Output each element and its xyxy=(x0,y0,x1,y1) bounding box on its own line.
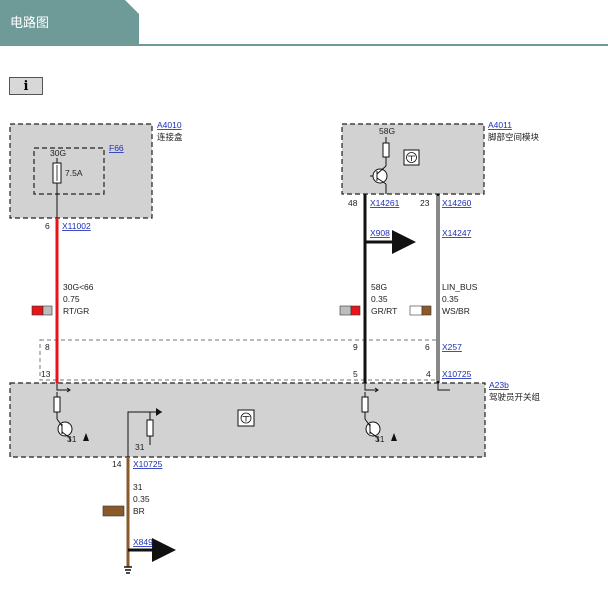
a4011-supply-label: 58G xyxy=(379,126,395,136)
wire-31-signal: 31 xyxy=(133,482,143,492)
connector-x849[interactable]: X849 xyxy=(133,537,153,547)
ground-label-1: 31 xyxy=(67,434,77,444)
wire-58g-size: 0.35 xyxy=(371,294,388,304)
wire-58g-swatch-a xyxy=(339,305,352,316)
module-a4010-name: 连接盒 xyxy=(157,132,183,142)
fuse-rating: 7.5A xyxy=(65,168,83,178)
wire-30g-swatch-a xyxy=(31,305,44,316)
connector-x11002[interactable]: X11002 xyxy=(62,221,91,231)
connector-x14260[interactable]: X14260 xyxy=(442,198,472,208)
wire-lin-swatch-b xyxy=(421,305,432,316)
pin-x10725-b: 5 xyxy=(353,369,358,379)
wire-31-color-code: BR xyxy=(133,506,145,516)
connector-x10725[interactable]: X10725 xyxy=(442,369,472,379)
a4011-transistor-emitter xyxy=(376,177,387,185)
header-divider xyxy=(0,44,608,46)
pin-x257-a: 8 xyxy=(45,342,50,352)
wire-30g-color-code: RT/GR xyxy=(63,306,89,316)
pin-x14260: 23 xyxy=(420,198,430,208)
fuse-terminal: 30G xyxy=(50,148,66,158)
wire-31-swatch xyxy=(102,505,125,517)
wire-lin-color-code: WS/BR xyxy=(442,306,470,316)
wire-30g-signal: 30G<66 xyxy=(63,282,94,292)
wire-30g-size: 0.75 xyxy=(63,294,80,304)
info-icon: i xyxy=(23,78,29,94)
wire-31-size: 0.35 xyxy=(133,494,150,504)
module-a23b-id[interactable]: A23b xyxy=(489,380,509,390)
module-a4010-id[interactable]: A4010 xyxy=(157,120,182,130)
connector-x10725-lower[interactable]: X10725 xyxy=(133,459,163,469)
wire-lin-swatch-a xyxy=(409,305,423,316)
ground-label-3: 31 xyxy=(375,434,385,444)
a4011-resistor xyxy=(382,142,390,158)
connector-x257[interactable]: X257 xyxy=(442,342,462,352)
page-title: 电路图 xyxy=(10,15,50,30)
wire-58g-signal: 58G xyxy=(371,282,387,292)
connector-x14247[interactable]: X14247 xyxy=(442,228,472,238)
pin-x14261: 48 xyxy=(348,198,358,208)
fuse-id[interactable]: F66 xyxy=(109,143,124,153)
pin-x257-b: 9 xyxy=(353,342,358,352)
a4011-processor-glyph xyxy=(408,155,415,161)
pin-x10725-a: 13 xyxy=(41,369,51,379)
a23b-circuit-left xyxy=(53,383,89,442)
connector-x257-outline xyxy=(39,339,439,381)
fuse-enclosure xyxy=(33,147,105,195)
module-a23b-name: 驾驶员开关组 xyxy=(489,392,541,402)
module-a4011-id[interactable]: A4011 xyxy=(488,120,512,130)
connector-x908[interactable]: X908 xyxy=(370,228,390,238)
a23b-processor-glyph xyxy=(242,416,250,422)
a23b-circuit-middle xyxy=(127,408,162,457)
pin-x10725-c: 4 xyxy=(426,369,431,379)
module-a4011-name: 脚部空间模块 xyxy=(488,132,540,142)
wire-lin-signal: LIN_BUS xyxy=(442,282,478,292)
pin-x11002: 6 xyxy=(45,221,50,231)
ground-label-2: 31 xyxy=(135,442,145,452)
pin-x10725-d: 14 xyxy=(112,459,122,469)
a23b-circuit-right xyxy=(361,383,450,442)
header-tab: 电路图 xyxy=(0,0,139,44)
a23b-processor-ring xyxy=(240,412,252,424)
wire-58g-swatch-b xyxy=(350,305,361,316)
wire-lin-size: 0.35 xyxy=(442,294,459,304)
connector-x14261[interactable]: X14261 xyxy=(370,198,400,208)
wire-58g-color-code: GR/RT xyxy=(371,306,397,316)
pin-x257-c: 6 xyxy=(425,342,430,352)
a4011-processor-ring xyxy=(406,152,417,163)
a4011-transistor-collector xyxy=(376,165,387,175)
wire-30g-swatch-b xyxy=(42,305,53,316)
info-button[interactable]: i xyxy=(9,77,43,95)
